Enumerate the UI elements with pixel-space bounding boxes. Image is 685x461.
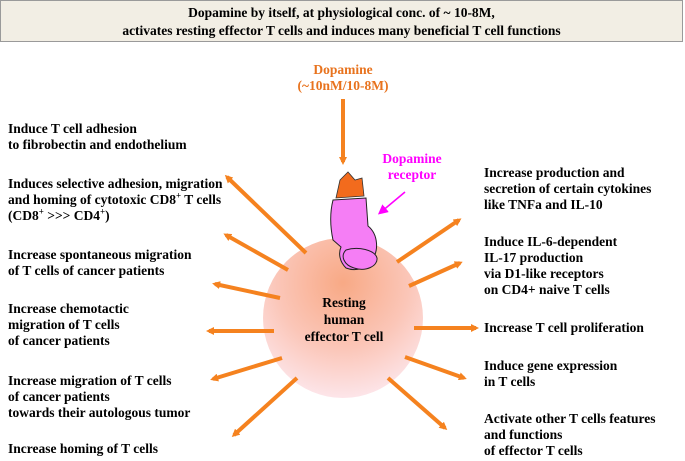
receptor-label-line-1: Dopamine [382, 151, 442, 166]
arrow-left-1 [224, 174, 308, 255]
left-effect-4: Increase chemotactic migration of T cell… [8, 301, 129, 349]
left-effect-3: Increase spontaneous migration of T cell… [8, 247, 192, 279]
right-effect-5: Activate other T cells features and func… [484, 411, 655, 459]
receptor-label: Dopamine receptor [377, 151, 447, 183]
left-effect-5-line-3: towards their autologous tumor [8, 405, 191, 420]
left-effect-2-line-3-b: >>> CD4 [47, 208, 100, 223]
right-effect-2-line-3: via D1-like receptors [484, 266, 604, 281]
left-effect-4-line-2: migration of T cells [8, 317, 120, 332]
left-effect-3-line-2: of T cells of cancer patients [8, 263, 165, 278]
arrow-left-6 [231, 376, 299, 438]
right-effect-1-line-1: Increase production and [484, 165, 625, 180]
arrow-right-1 [395, 218, 462, 264]
right-effect-1-line-3: like TNFa and IL-10 [484, 197, 603, 212]
right-effect-1: Increase production and secretion of cer… [484, 165, 651, 213]
left-effect-2-sup-1: + [176, 190, 182, 201]
left-effect-2: Induces selective adhesion, migration an… [8, 176, 223, 224]
left-effect-2-line-3: (CD8+ >>> CD4+) [8, 206, 223, 224]
right-effect-4: Induce gene expression in T cells [484, 358, 617, 390]
left-effect-6: Increase homing of T cells [8, 441, 158, 457]
dopamine-receptor-lobe [342, 247, 378, 270]
arrow-right-4 [404, 355, 467, 381]
title-line-2: activates resting effector T cells and i… [122, 23, 561, 38]
left-effect-4-line-1: Increase chemotactic [8, 301, 129, 316]
left-effect-2-line-3-a: (CD8 [8, 208, 39, 223]
arrow-right-5 [386, 376, 448, 430]
right-effect-4-line-1: Induce gene expression [484, 358, 618, 373]
right-effect-2-line-4: on CD4+ naive T cells [484, 282, 610, 297]
title-line-1: Dopamine by itself, at physiological con… [188, 5, 495, 20]
left-effect-2-line-2: and homing of cytotoxic CD8+ T cells [8, 190, 223, 208]
left-effect-2-line-2-b: T cells [184, 192, 222, 207]
arrow-right-2 [408, 261, 463, 288]
cell-label-line-1: Resting [322, 295, 366, 310]
left-effect-2-line-2-a: and homing of cytotoxic CD8 [8, 192, 176, 207]
left-effect-2-line-3-c: ) [105, 208, 110, 223]
left-effect-1: Induce T cell adhesion to fibrobectin an… [8, 121, 187, 153]
left-effect-5-line-1: Increase migration of T cells [8, 373, 172, 388]
right-effect-2-line-1: Induce IL-6-dependent [484, 234, 618, 249]
left-effect-1-line-1: Induce T cell adhesion [8, 121, 137, 136]
right-effect-5-line-1: Activate other T cells features [484, 411, 656, 426]
left-effect-3-line-1: Increase spontaneous migration [8, 247, 192, 262]
dopamine-molecule-shape [335, 171, 365, 199]
left-effect-1-line-2: to fibrobectin and endothelium [8, 137, 187, 152]
arrow-left-2 [223, 233, 289, 272]
dopamine-label: Dopamine (~10nM/10-8M) [296, 62, 390, 94]
arrow-left-5 [210, 356, 283, 382]
right-effect-2: Induce IL-6-dependent IL-17 production v… [484, 234, 617, 298]
diagram-title: Dopamine by itself, at physiological con… [0, 0, 683, 42]
cell-label: Resting human effector T cell [296, 294, 392, 345]
right-effect-2-line-2: IL-17 production [484, 250, 584, 265]
right-effect-1-line-2: secretion of certain cytokines [484, 181, 652, 196]
cell-label-line-2: human [323, 312, 365, 327]
left-effect-5: Increase migration of T cells of cancer … [8, 373, 190, 421]
dopamine-label-line-1: Dopamine [313, 62, 373, 77]
left-effect-4-line-3: of cancer patients [8, 333, 110, 348]
receptor-label-line-2: receptor [387, 167, 437, 182]
dopamine-label-line-2: (~10nM/10-8M) [297, 78, 389, 93]
left-effect-6-line-1: Increase homing of T cells [8, 441, 159, 456]
t-cell-body [263, 238, 423, 398]
right-effect-4-line-2: in T cells [484, 374, 536, 389]
right-effect-5-line-2: and functions [484, 427, 563, 442]
left-effect-5-line-2: of cancer patients [8, 389, 110, 404]
receptor-pointer-arrow [377, 191, 406, 215]
arrow-left-3 [212, 281, 281, 300]
right-effect-3-line-1: Increase T cell proliferation [484, 320, 644, 335]
cell-label-line-3: effector T cell [304, 329, 384, 344]
right-effect-5-line-3: of effector T cells [484, 443, 583, 458]
right-effect-3: Increase T cell proliferation [484, 320, 644, 336]
left-effect-2-sup-3: + [99, 206, 106, 217]
left-effect-2-sup-2: + [38, 206, 44, 217]
left-effect-2-line-1: Induces selective adhesion, migration [8, 176, 223, 191]
